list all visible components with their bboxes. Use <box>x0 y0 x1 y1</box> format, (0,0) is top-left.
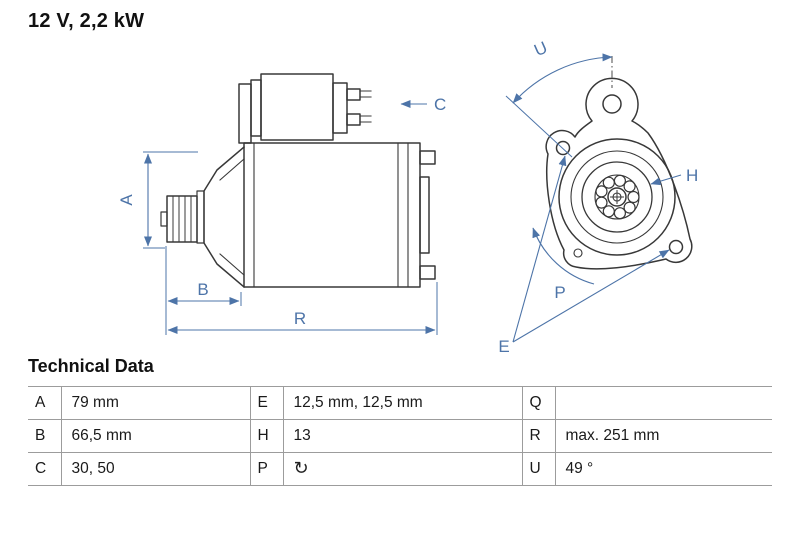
param-value-cell <box>555 386 772 420</box>
dim-line-E2 <box>512 249 670 343</box>
solenoid-bracket <box>238 83 252 144</box>
terminal-stud-top <box>346 88 361 101</box>
dim-label-U: U <box>531 38 550 60</box>
dimension-labels: C A B R U H P E <box>117 38 698 356</box>
dim-label-E: E <box>498 337 509 356</box>
pinion-teeth <box>172 195 192 243</box>
solenoid-end-plate <box>332 82 348 134</box>
end-bolt-top <box>419 150 436 165</box>
param-value-cell: max. 251 mm <box>555 419 772 453</box>
technical-data-table: A 79 mm E 12,5 mm, 12,5 mm Q B 66,5 mm H… <box>28 386 772 486</box>
param-letter-cell: C <box>28 452 62 486</box>
shaft-bore <box>607 187 627 207</box>
mount-hole-right <box>668 239 684 255</box>
dim-ext-R <box>165 282 438 335</box>
dim-line-H <box>650 174 682 186</box>
param-value-cell: 49 ° <box>555 452 772 486</box>
end-bolt-bottom <box>419 265 436 280</box>
param-value-cell: 13 <box>283 419 523 453</box>
table-row-1: A 79 mm E 12,5 mm, 12,5 mm Q <box>28 386 772 420</box>
param-letter-cell: U <box>522 452 556 486</box>
dim-line-E1 <box>512 155 567 343</box>
pinion-gear <box>166 195 198 243</box>
dim-label-C: C <box>434 95 446 114</box>
side-view <box>160 73 436 289</box>
param-letter-cell: Q <box>522 386 556 420</box>
flange-boss-outer <box>558 138 676 256</box>
dimension-lines <box>143 53 682 343</box>
brush-end-cap <box>419 176 430 254</box>
product-drawing: C A B R U H P E <box>117 38 698 356</box>
flange-boss-mid <box>570 150 664 244</box>
dim-arc-P <box>532 227 595 285</box>
technical-data-heading: Technical Data <box>28 356 154 376</box>
param-letter-cell: R <box>522 419 556 453</box>
param-letter-cell: B <box>28 419 62 453</box>
param-value-cell: 66,5 mm <box>61 419 251 453</box>
param-value-cell: 30, 50 <box>61 452 251 486</box>
param-value-cell: 12,5 mm, 12,5 mm <box>283 386 523 420</box>
param-letter-cell: H <box>250 419 284 453</box>
rotation-direction-icon: ↻ <box>293 457 309 479</box>
dim-label-P: P <box>554 283 565 302</box>
table-row-2: B 66,5 mm H 13 R max. 251 mm <box>28 419 772 453</box>
front-view <box>545 56 693 270</box>
bearing-boss <box>581 161 653 233</box>
param-letter-cell: P <box>250 452 284 486</box>
motor-housing <box>243 142 421 288</box>
dim-label-R: R <box>294 309 306 328</box>
terminal-stud-bottom <box>346 113 361 126</box>
param-value-cell: 79 mm <box>61 386 251 420</box>
mounting-flange-outline <box>545 77 693 270</box>
dim-label-A: A <box>117 194 136 206</box>
product-rating-title: 12 V, 2,2 kW <box>28 10 145 32</box>
dim-arc-U <box>512 53 613 104</box>
param-letter-cell: E <box>250 386 284 420</box>
terminal-pins <box>359 90 372 123</box>
flange-rivet <box>573 248 583 258</box>
nose-ribs <box>219 158 245 276</box>
shaft-tip <box>160 211 168 227</box>
dim-ext-B <box>165 246 242 306</box>
param-letter-cell: A <box>28 386 62 420</box>
nose-step <box>196 190 205 244</box>
dim-label-H: H <box>686 166 698 185</box>
gear-teeth <box>595 174 640 220</box>
dim-ext-A <box>143 151 198 249</box>
mount-hole-top <box>602 94 622 114</box>
technical-data-section: Technical Data A 79 mm E 12,5 mm, 12,5 m… <box>28 356 772 486</box>
center-cross <box>610 190 624 204</box>
dim-label-B: B <box>197 280 208 299</box>
drive-end-nose <box>203 145 246 289</box>
housing-seams <box>253 142 409 288</box>
dim-leg-U <box>505 95 573 158</box>
solenoid-cap <box>250 79 262 137</box>
table-row-3: C 30, 50 P ↻ U 49 ° <box>28 452 772 486</box>
solenoid-body <box>260 73 334 141</box>
param-value-cell: ↻ <box>283 452 523 486</box>
mount-hole-left <box>555 140 571 156</box>
